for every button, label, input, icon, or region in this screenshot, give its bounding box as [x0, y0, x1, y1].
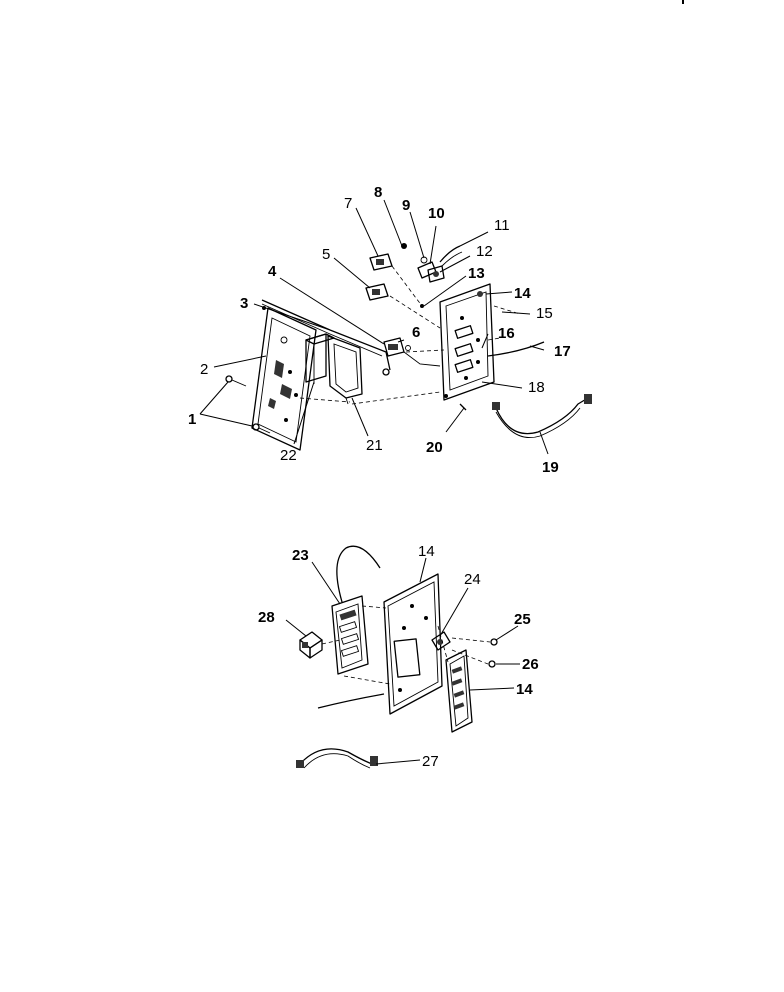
label-28: 28 — [258, 609, 275, 626]
part-labels-upper: 1 2 3 4 5 6 7 8 9 10 11 12 13 14 15 16 1… — [188, 184, 571, 476]
label-8: 8 — [374, 184, 382, 201]
power-cord-part-19 — [492, 394, 592, 438]
label-18: 18 — [528, 379, 545, 396]
label-6: 6 — [412, 324, 420, 341]
lower-assembly: 23 14 24 25 26 14 27 28 — [258, 543, 539, 770]
label-21: 21 — [366, 437, 383, 454]
wire-part-17 — [487, 341, 545, 357]
control-panel-plate — [251, 306, 317, 451]
bracket-box — [327, 335, 363, 405]
front-panel-part-14 — [445, 649, 473, 733]
label-26: 26 — [522, 656, 539, 673]
assembly-lines-lower — [321, 605, 449, 685]
label-1: 1 — [188, 411, 196, 428]
back-plate-upper — [439, 283, 495, 401]
switch-part-5 — [365, 283, 389, 301]
label-27: 27 — [422, 753, 439, 770]
screws-25-26 — [451, 637, 498, 668]
upper-assembly: 1 2 3 4 5 6 7 8 9 10 11 12 13 14 15 16 1… — [188, 184, 592, 476]
label-15: 15 — [536, 305, 553, 322]
screws-part-1 — [225, 375, 271, 434]
label-17: 17 — [554, 343, 571, 360]
wire-lower — [317, 693, 385, 709]
leader-lines-upper — [199, 199, 549, 455]
switch-part-28 — [299, 631, 323, 659]
label-3: 3 — [240, 295, 248, 312]
label-10: 10 — [428, 205, 445, 222]
label-7: 7 — [344, 195, 352, 212]
part-labels-lower: 23 14 24 25 26 14 27 28 — [258, 543, 539, 770]
label-12: 12 — [476, 243, 493, 260]
label-24: 24 — [464, 571, 481, 588]
label-5: 5 — [322, 246, 330, 263]
label-13: 13 — [468, 265, 485, 282]
label-4: 4 — [268, 263, 277, 280]
label-19: 19 — [542, 459, 559, 476]
label-9: 9 — [402, 197, 410, 214]
screw-part-20 — [459, 403, 467, 411]
label-14c: 14 — [516, 681, 533, 698]
switch-block — [383, 337, 441, 367]
label-20: 20 — [426, 439, 443, 456]
corner-mark — [682, 0, 684, 4]
control-board-part-23 — [331, 545, 381, 675]
label-14b: 14 — [418, 543, 435, 560]
leader-lines-lower — [285, 557, 520, 765]
label-14a: 14 — [514, 285, 531, 302]
label-25: 25 — [514, 611, 531, 628]
label-11: 11 — [494, 217, 510, 234]
label-23: 23 — [292, 547, 309, 564]
label-2: 2 — [200, 361, 208, 378]
back-plate-lower — [383, 573, 443, 715]
label-16: 16 — [498, 325, 515, 342]
small-hardware-8-12 — [401, 243, 463, 283]
cord-part-27 — [296, 748, 378, 769]
label-22: 22 — [280, 447, 297, 464]
switch-part-7 — [369, 253, 393, 271]
